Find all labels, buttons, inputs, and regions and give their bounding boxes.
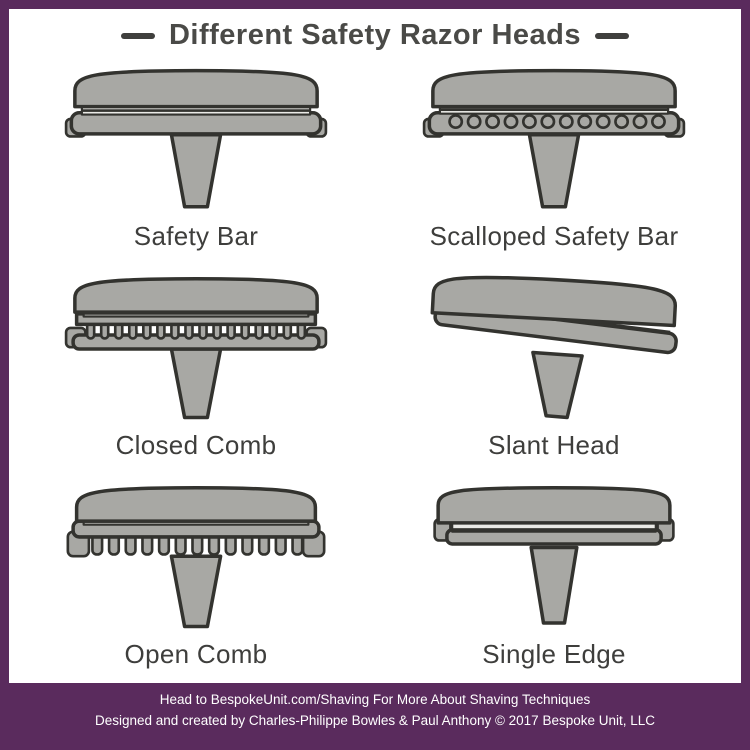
razor-grid: Safety Bar <box>9 52 741 683</box>
page-title: Different Safety Razor Heads <box>168 19 582 51</box>
single-edge-razor-icon <box>404 479 704 637</box>
razor-type-closed-comb: Closed Comb <box>17 261 375 470</box>
header: Different Safety Razor Heads <box>9 9 741 52</box>
footer-line-1: Head to BespokeUnit.com/Shaving For More… <box>159 692 591 708</box>
razor-type-label: Slant Head <box>488 430 620 461</box>
title-dash-right <box>595 32 630 39</box>
footer-line-2: Designed and created by Charles-Philippe… <box>94 713 656 729</box>
scalloped-safety-bar-razor-icon <box>404 61 704 219</box>
closed-comb-razor-icon <box>46 270 346 428</box>
razor-type-label: Safety Bar <box>133 221 259 252</box>
razor-type-scalloped-safety-bar: Scalloped Safety Bar <box>375 52 733 261</box>
razor-type-label: Open Comb <box>124 639 268 670</box>
razor-type-open-comb: Open Comb <box>17 470 375 679</box>
razor-type-safety-bar: Safety Bar <box>17 52 375 261</box>
razor-type-label: Scalloped Safety Bar <box>429 221 679 252</box>
title-dash-left <box>120 32 155 39</box>
footer: Head to BespokeUnit.com/Shaving For More… <box>9 683 741 741</box>
open-comb-razor-icon <box>46 479 346 637</box>
slant-head-razor-icon <box>404 270 704 428</box>
razor-type-single-edge: Single Edge <box>375 470 733 679</box>
razor-type-label: Single Edge <box>482 639 626 670</box>
razor-type-label: Closed Comb <box>115 430 277 461</box>
razor-type-slant-head: Slant Head <box>375 261 733 470</box>
safety-bar-razor-icon <box>46 61 346 219</box>
